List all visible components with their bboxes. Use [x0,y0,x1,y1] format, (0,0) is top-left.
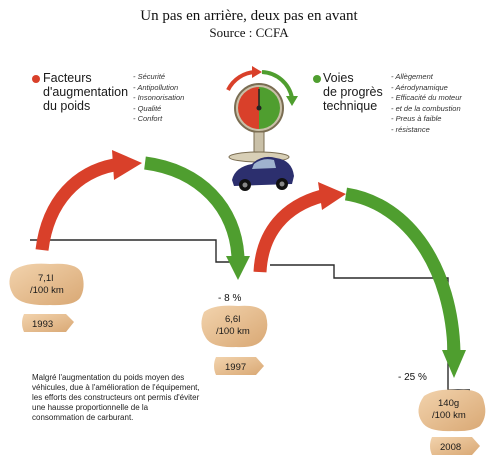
left-factor: Confort [133,114,184,125]
red-bullet-icon [32,75,40,83]
left-heading-line: Facteurs [43,71,92,85]
change-2008: - 25 % [398,372,427,383]
right-factor: Allègement [391,72,462,83]
value-1997-line: /100 km [216,326,250,337]
right-factor: résistance [391,125,462,136]
weighing-scale-icon [226,66,298,163]
year-1993: 1993 [32,319,53,330]
year-2008: 2008 [440,442,461,453]
value-1993-line: 7,1l [38,273,53,284]
right-heading-line: technique [323,99,378,113]
year-tag-1997: 1997 [214,357,264,375]
car-icon [232,156,294,191]
red-arrow-1-head [112,150,142,180]
explanatory-note: Malgré l'augmentation du poids moyen des… [32,373,200,422]
right-factor: Efficacité du moteur [391,93,462,104]
red-arrow-2 [253,189,324,273]
green-arrow-2 [344,187,461,353]
red-arrow-1 [35,158,116,251]
left-factor-list: Sécurité Antipollution Insonorisation Qu… [133,72,184,125]
red-arrow-2-head [318,182,346,210]
value-1993-line: /100 km [30,285,64,296]
value-2008-line: /100 km [432,410,466,421]
year-tag-2008: 2008 [430,437,480,455]
left-factor: Antipollution [133,83,184,94]
value-tag-2008: 140g /100 km [418,389,486,432]
right-factor: et de la combustion [391,104,462,115]
diagram-source: Source : CCFA [209,25,289,40]
left-factor: Sécurité [133,72,184,83]
left-heading-line: du poids [43,99,91,113]
green-arrow-1 [144,156,245,259]
value-2008-line: 140g [438,398,459,409]
value-tag-1997: 6,6l /100 km [201,305,268,348]
right-heading-line: de progrès [323,85,383,99]
green-arrow-2-head [442,350,466,378]
value-tag-1993: 7,1l /100 km [9,263,84,306]
right-factor: Preus à faible [391,114,462,125]
left-heading-line: d'augmentation [43,85,129,99]
right-heading-line: Voies [323,71,354,85]
diagram-title: Un pas en arrière, deux pas en avant [140,8,358,24]
right-factor-list: Allègement Aérodynamique Efficacité du m… [391,72,462,135]
value-1997-line: 6,6l [225,314,240,325]
year-tag-1993: 1993 [22,314,74,332]
left-heading: Facteurs d'augmentation du poids [43,71,128,113]
right-heading: Voies de progrès technique [323,71,383,113]
green-bullet-icon [313,75,321,83]
year-1997: 1997 [225,362,246,373]
right-factor: Aérodynamique [391,83,462,94]
left-factor: Qualité [133,104,184,115]
green-arrow-1-head [226,256,250,280]
change-1997: - 8 % [218,293,242,304]
left-factor: Insonorisation [133,93,185,104]
